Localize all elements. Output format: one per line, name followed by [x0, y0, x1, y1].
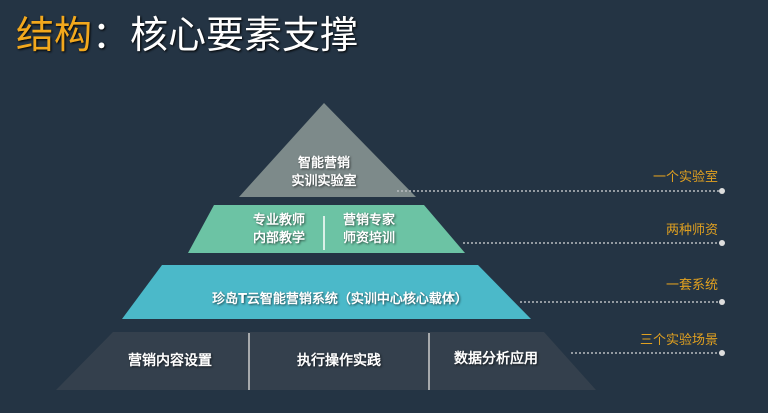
tier2-right-label: 营销专家 师资培训: [330, 212, 408, 248]
tier3-label: 珍岛T云智能营销系统（实训中心核心载体）: [212, 292, 468, 307]
tier2-shape: [188, 205, 465, 253]
leader-dot: [719, 299, 725, 305]
tier1-label: 智能营销 实训实验室: [274, 155, 374, 191]
tier1-line1: 智能营销: [297, 156, 350, 171]
tier4-shape: [56, 332, 596, 390]
tier1-line2: 实训实验室: [291, 174, 357, 189]
title-highlight: 结构: [16, 13, 93, 57]
tier2-left-line1: 专业教师: [252, 213, 305, 228]
tier2-left-label: 专业教师 内部教学: [240, 212, 318, 248]
leader-dot: [719, 188, 725, 194]
tier4-item: 数据分析应用: [454, 351, 538, 367]
tier2-right-line1: 营销专家: [342, 213, 395, 228]
side-label: 一套系统: [665, 278, 718, 293]
tier3-shape: [122, 265, 531, 319]
tier2-right-line2: 师资培训: [342, 231, 395, 246]
leader-dot: [719, 240, 725, 246]
tier4-item: 营销内容设置: [128, 353, 212, 369]
tier4-item: 执行操作实践: [297, 353, 381, 369]
slide-title: 结构：核心要素支撑: [16, 12, 358, 58]
side-label: 一个实验室: [652, 170, 718, 185]
tier1-shape: [239, 103, 416, 197]
side-label: 三个实验场景: [639, 333, 718, 348]
tier2-left-line2: 内部教学: [252, 231, 305, 246]
side-label: 两种师资: [665, 223, 718, 238]
leader-dot: [719, 350, 725, 356]
title-rest: ：核心要素支撑: [92, 13, 359, 57]
